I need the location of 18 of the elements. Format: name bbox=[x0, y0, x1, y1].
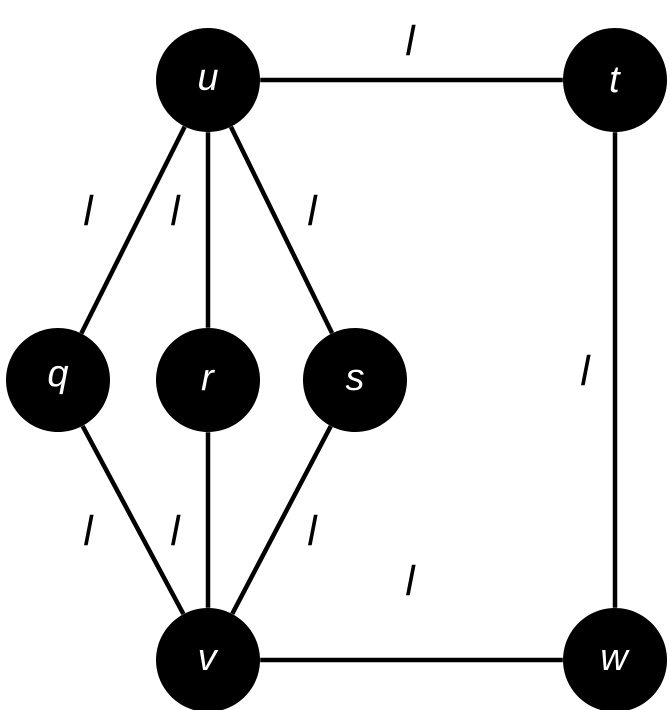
edge-line bbox=[228, 126, 334, 334]
edge-label: l bbox=[84, 194, 94, 226]
edge-line bbox=[79, 126, 187, 334]
edge-line bbox=[260, 658, 563, 662]
edge-line bbox=[260, 78, 563, 82]
edge-line bbox=[206, 432, 210, 608]
edge-label: l bbox=[171, 194, 181, 226]
edge-label: l bbox=[406, 564, 416, 596]
edge-label: l bbox=[171, 514, 181, 546]
edge-line bbox=[80, 424, 186, 616]
edge-line bbox=[230, 425, 333, 615]
edge-label: l bbox=[406, 24, 416, 56]
edge-label: l bbox=[84, 514, 94, 546]
edge-line bbox=[612, 132, 618, 608]
edge-label: l bbox=[581, 354, 591, 386]
edge-label: l bbox=[308, 194, 318, 226]
edge-label: l bbox=[308, 514, 318, 546]
edge-line bbox=[206, 132, 210, 328]
